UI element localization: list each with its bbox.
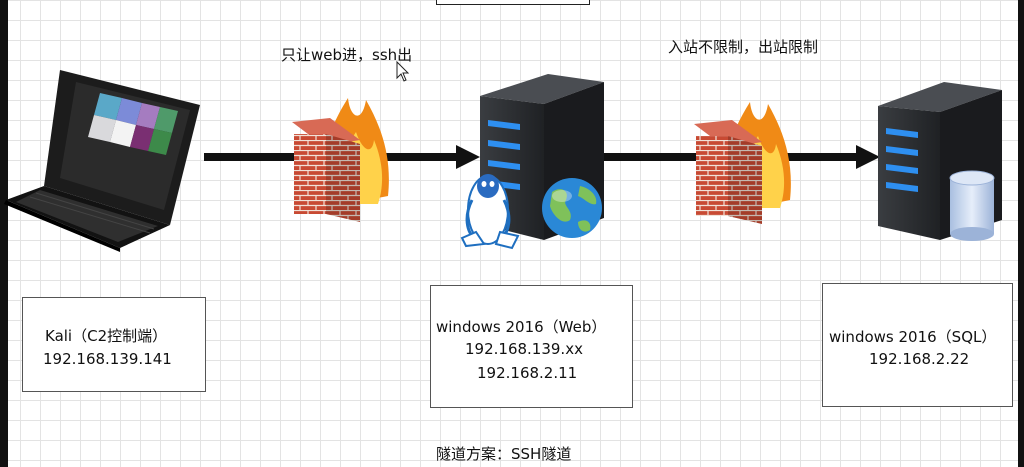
web-node-box: windows 2016（Web） 192.168.139.xx 192.168…: [430, 285, 633, 408]
left-edge-bar: [0, 0, 8, 467]
sql-node-box: windows 2016（SQL） 192.168.2.22: [822, 283, 1013, 407]
firewall-icon-1: [292, 98, 389, 222]
top-partial-box: [436, 0, 590, 5]
mouse-cursor-icon: [396, 60, 410, 82]
right-edge-bar: [1018, 0, 1024, 467]
web-node-name: windows 2016（Web）: [436, 318, 607, 336]
globe-icon: [542, 178, 602, 238]
tunnel-plan-label: 隧道方案：SSH隧道: [436, 445, 572, 463]
firewall1-rule-label: 只让web进，ssh出: [281, 46, 413, 64]
kali-node-box: Kali（C2控制端） 192.168.139.141: [22, 297, 206, 392]
sql-node-name: windows 2016（SQL）: [829, 328, 997, 346]
laptop-icon: [4, 70, 200, 252]
web-node-ip-internal: 192.168.2.11: [477, 364, 578, 382]
sql-node-ip: 192.168.2.22: [869, 350, 970, 368]
web-node-ip-external: 192.168.139.xx: [465, 340, 583, 358]
database-icon: [949, 170, 995, 241]
kali-node-ip: 192.168.139.141: [43, 350, 172, 368]
kali-node-name: Kali（C2控制端）: [45, 327, 168, 345]
penguin-icon: [460, 174, 520, 250]
firewall-icon-2: [694, 102, 791, 224]
firewall2-rule-label: 入站不限制，出站限制: [668, 38, 819, 56]
